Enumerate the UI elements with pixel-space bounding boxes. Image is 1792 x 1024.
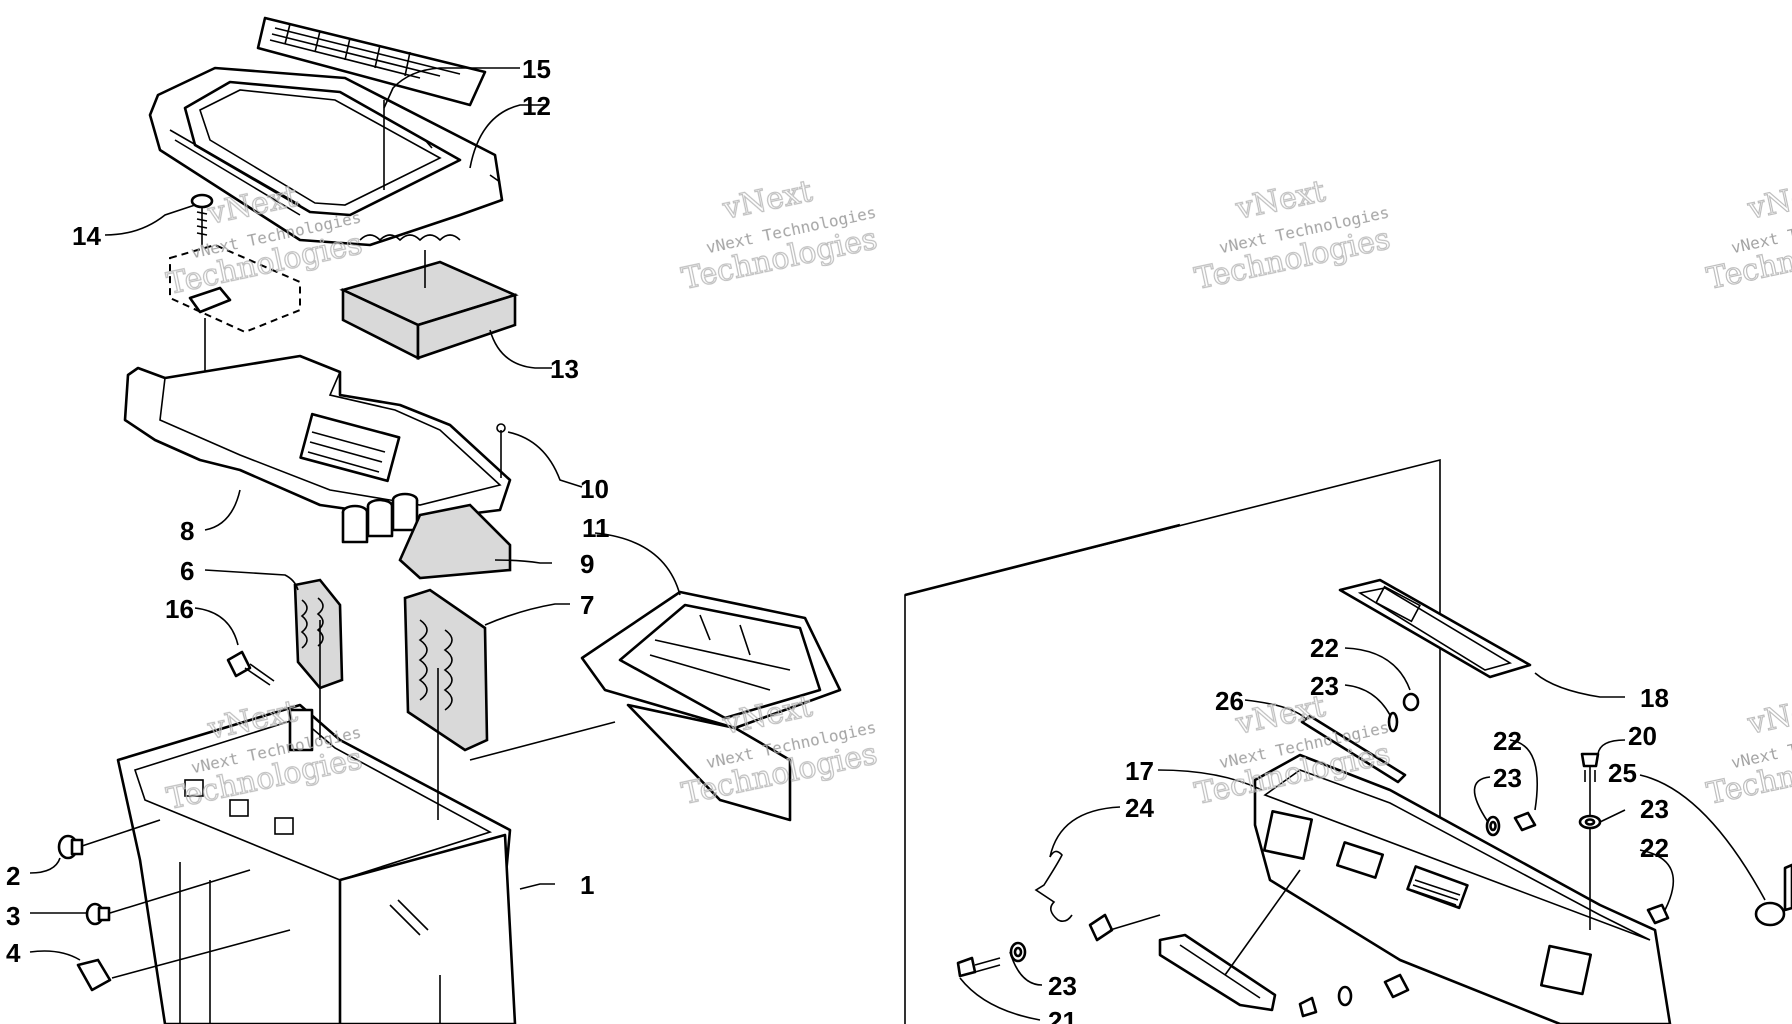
part-20-bolt — [1580, 752, 1600, 930]
part-bracket — [1158, 869, 1301, 1012]
part-17-air-duct — [1253, 753, 1672, 1024]
part-22-nut-right — [1646, 903, 1670, 925]
part-21-bolt — [956, 956, 1001, 978]
callout-4: 4 — [6, 938, 21, 968]
callout-21: 21 — [1048, 1006, 1077, 1024]
watermark-8: vNext vNext Technologies Technologies — [1703, 688, 1792, 812]
callout-23-d: 23 — [1048, 971, 1077, 1001]
part-12-top-cover — [148, 66, 504, 247]
part-13-foam-block — [339, 250, 519, 361]
part-26-rod — [1300, 714, 1407, 784]
part-bolt-bottom-center — [1298, 973, 1410, 1018]
callout-7: 7 — [580, 590, 594, 620]
callout-14: 14 — [72, 221, 101, 251]
callout-24: 24 — [1125, 793, 1154, 823]
callout-23-b: 23 — [1493, 763, 1522, 793]
leader-lines — [29, 67, 1766, 1021]
watermark-2: vNext vNext Technologies Technologies — [678, 173, 881, 297]
callout-8: 8 — [180, 516, 194, 546]
part-2-grommet — [57, 819, 161, 860]
part-11-intake-boot — [580, 590, 842, 822]
part-6-foam — [293, 578, 344, 690]
callout-2: 2 — [6, 861, 20, 891]
part-24-spring-clip — [1034, 850, 1073, 922]
part-9-foam — [398, 503, 512, 580]
part-23-washer-top — [1387, 711, 1399, 733]
watermark-4: vNext vNext Technologies Technologies — [1703, 173, 1792, 297]
callout-9: 9 — [580, 549, 594, 579]
callout-3: 3 — [6, 901, 20, 931]
callout-22-c: 22 — [1640, 833, 1669, 863]
part-knob-left — [1088, 913, 1161, 942]
part-25-plug — [1754, 901, 1786, 927]
callout-labels: 15 12 14 13 10 11 8 9 6 7 16 1 2 3 4 18 … — [6, 54, 1669, 1024]
callout-20: 20 — [1628, 721, 1657, 751]
part-23-washer-mid — [1485, 815, 1501, 837]
callout-18: 18 — [1640, 683, 1669, 713]
part-16-screw — [226, 650, 275, 686]
callout-25: 25 — [1608, 758, 1637, 788]
part-23-washer-bottom-left — [1009, 941, 1027, 963]
callout-16: 16 — [165, 594, 194, 624]
part-22-nut-mid — [1513, 811, 1537, 832]
assembly-outline — [904, 458, 1441, 1024]
callout-1: 1 — [580, 870, 594, 900]
callout-17: 17 — [1125, 756, 1154, 786]
callout-10: 10 — [580, 474, 609, 504]
part-8-airbox-base — [123, 354, 512, 544]
part-15-label-plate — [256, 16, 487, 107]
part-1-airbox — [116, 620, 616, 1024]
callout-23-c: 23 — [1640, 794, 1669, 824]
part-right-edge — [1783, 863, 1792, 912]
callout-26: 26 — [1215, 686, 1244, 716]
watermark-brand: vNext — [1744, 689, 1792, 742]
callout-22-b: 22 — [1493, 726, 1522, 756]
part-4-clip — [76, 929, 291, 992]
part-18-gasket — [1338, 578, 1532, 679]
callout-22-a: 22 — [1310, 633, 1339, 663]
callout-13: 13 — [550, 354, 579, 384]
part-7-foam — [403, 588, 489, 752]
part-22-nut-top — [1402, 692, 1420, 712]
callout-11: 11 — [582, 513, 610, 543]
callout-15: 15 — [522, 54, 551, 84]
part-14-screw — [190, 193, 214, 245]
callout-6: 6 — [180, 556, 194, 586]
watermark-3: vNext vNext Technologies Technologies — [1191, 173, 1394, 297]
callout-12: 12 — [522, 91, 551, 121]
part-3-grommet — [85, 869, 251, 926]
part-23-washer-right — [1578, 814, 1602, 830]
watermark-brand: vNext — [1744, 174, 1792, 227]
callout-23-a: 23 — [1310, 671, 1339, 701]
